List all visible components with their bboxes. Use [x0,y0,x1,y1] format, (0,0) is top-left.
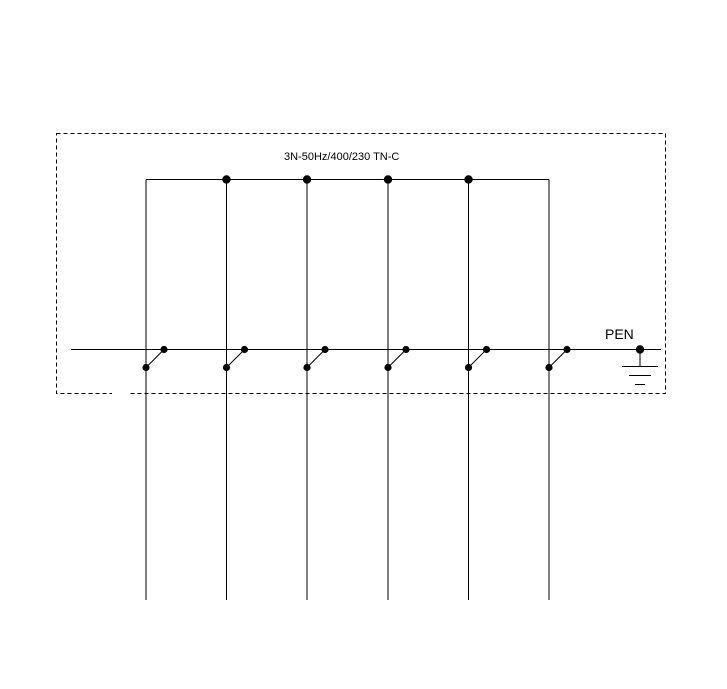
feeder-3-switch-icon [306,349,326,368]
feeder-6-switch-icon [548,349,568,368]
feeder-4-switch-icon [387,349,407,368]
feeder-6-switch-pivot [545,363,553,372]
feeder-6-switch-contact [563,345,571,354]
feeder-4-bus-node [383,175,393,184]
feeder-2-switch-contact [240,345,249,354]
feeder-1-switch-contact [160,345,168,354]
feeders-group [142,175,571,600]
feeder-5-switch-icon [468,349,487,368]
feeder-2-switch-pivot [222,363,231,372]
feeder-3-switch-contact [321,345,329,354]
feeder-4-switch-contact [402,345,410,354]
enclosure-boundary [56,133,666,394]
feeder-1-switch-pivot [142,363,150,372]
feeder-2-switch-icon [226,349,245,368]
feeder-5-switch-contact [482,345,491,354]
feeder-1-switch-icon [145,349,165,368]
supply-label: 3N-50Hz/400/230 TN-C [284,151,399,163]
ground-icon [622,349,658,385]
feeder-5-bus-node [464,175,473,184]
feeder-5-switch-pivot [464,363,473,372]
feeder-4-switch-pivot [384,363,392,372]
feeder-3-switch-pivot [303,363,311,372]
pen-label: PEN [605,326,634,342]
feeder-2-bus-node [222,175,231,184]
feeder-3-bus-node [302,175,312,184]
